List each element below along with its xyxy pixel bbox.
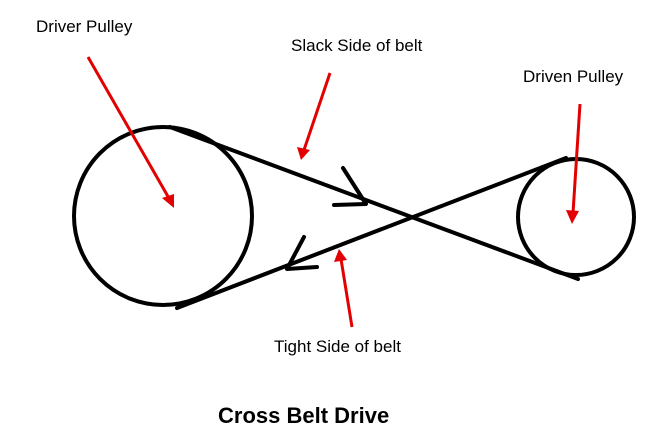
- tight-side-pointer-arrow: [334, 249, 354, 328]
- slack-side-label: Slack Side of belt: [291, 36, 423, 55]
- tight-side-label: Tight Side of belt: [274, 337, 401, 356]
- slack-direction-arrowhead: [332, 166, 368, 207]
- driven-pulley-label: Driven Pulley: [523, 67, 624, 86]
- slack-side-pointer-arrow: [297, 72, 332, 160]
- driver-pulley-pointer-arrow: [86, 56, 174, 208]
- diagram-title: Cross Belt Drive: [218, 403, 390, 428]
- tight-direction-arrowhead: [285, 235, 319, 271]
- slack-side-belt: [168, 125, 580, 281]
- driver-pulley-circle: [72, 125, 254, 307]
- tight-side-belt: [175, 156, 568, 310]
- driver-pulley-label: Driver Pulley: [36, 17, 133, 36]
- driven-pulley-pointer-arrow: [566, 103, 582, 224]
